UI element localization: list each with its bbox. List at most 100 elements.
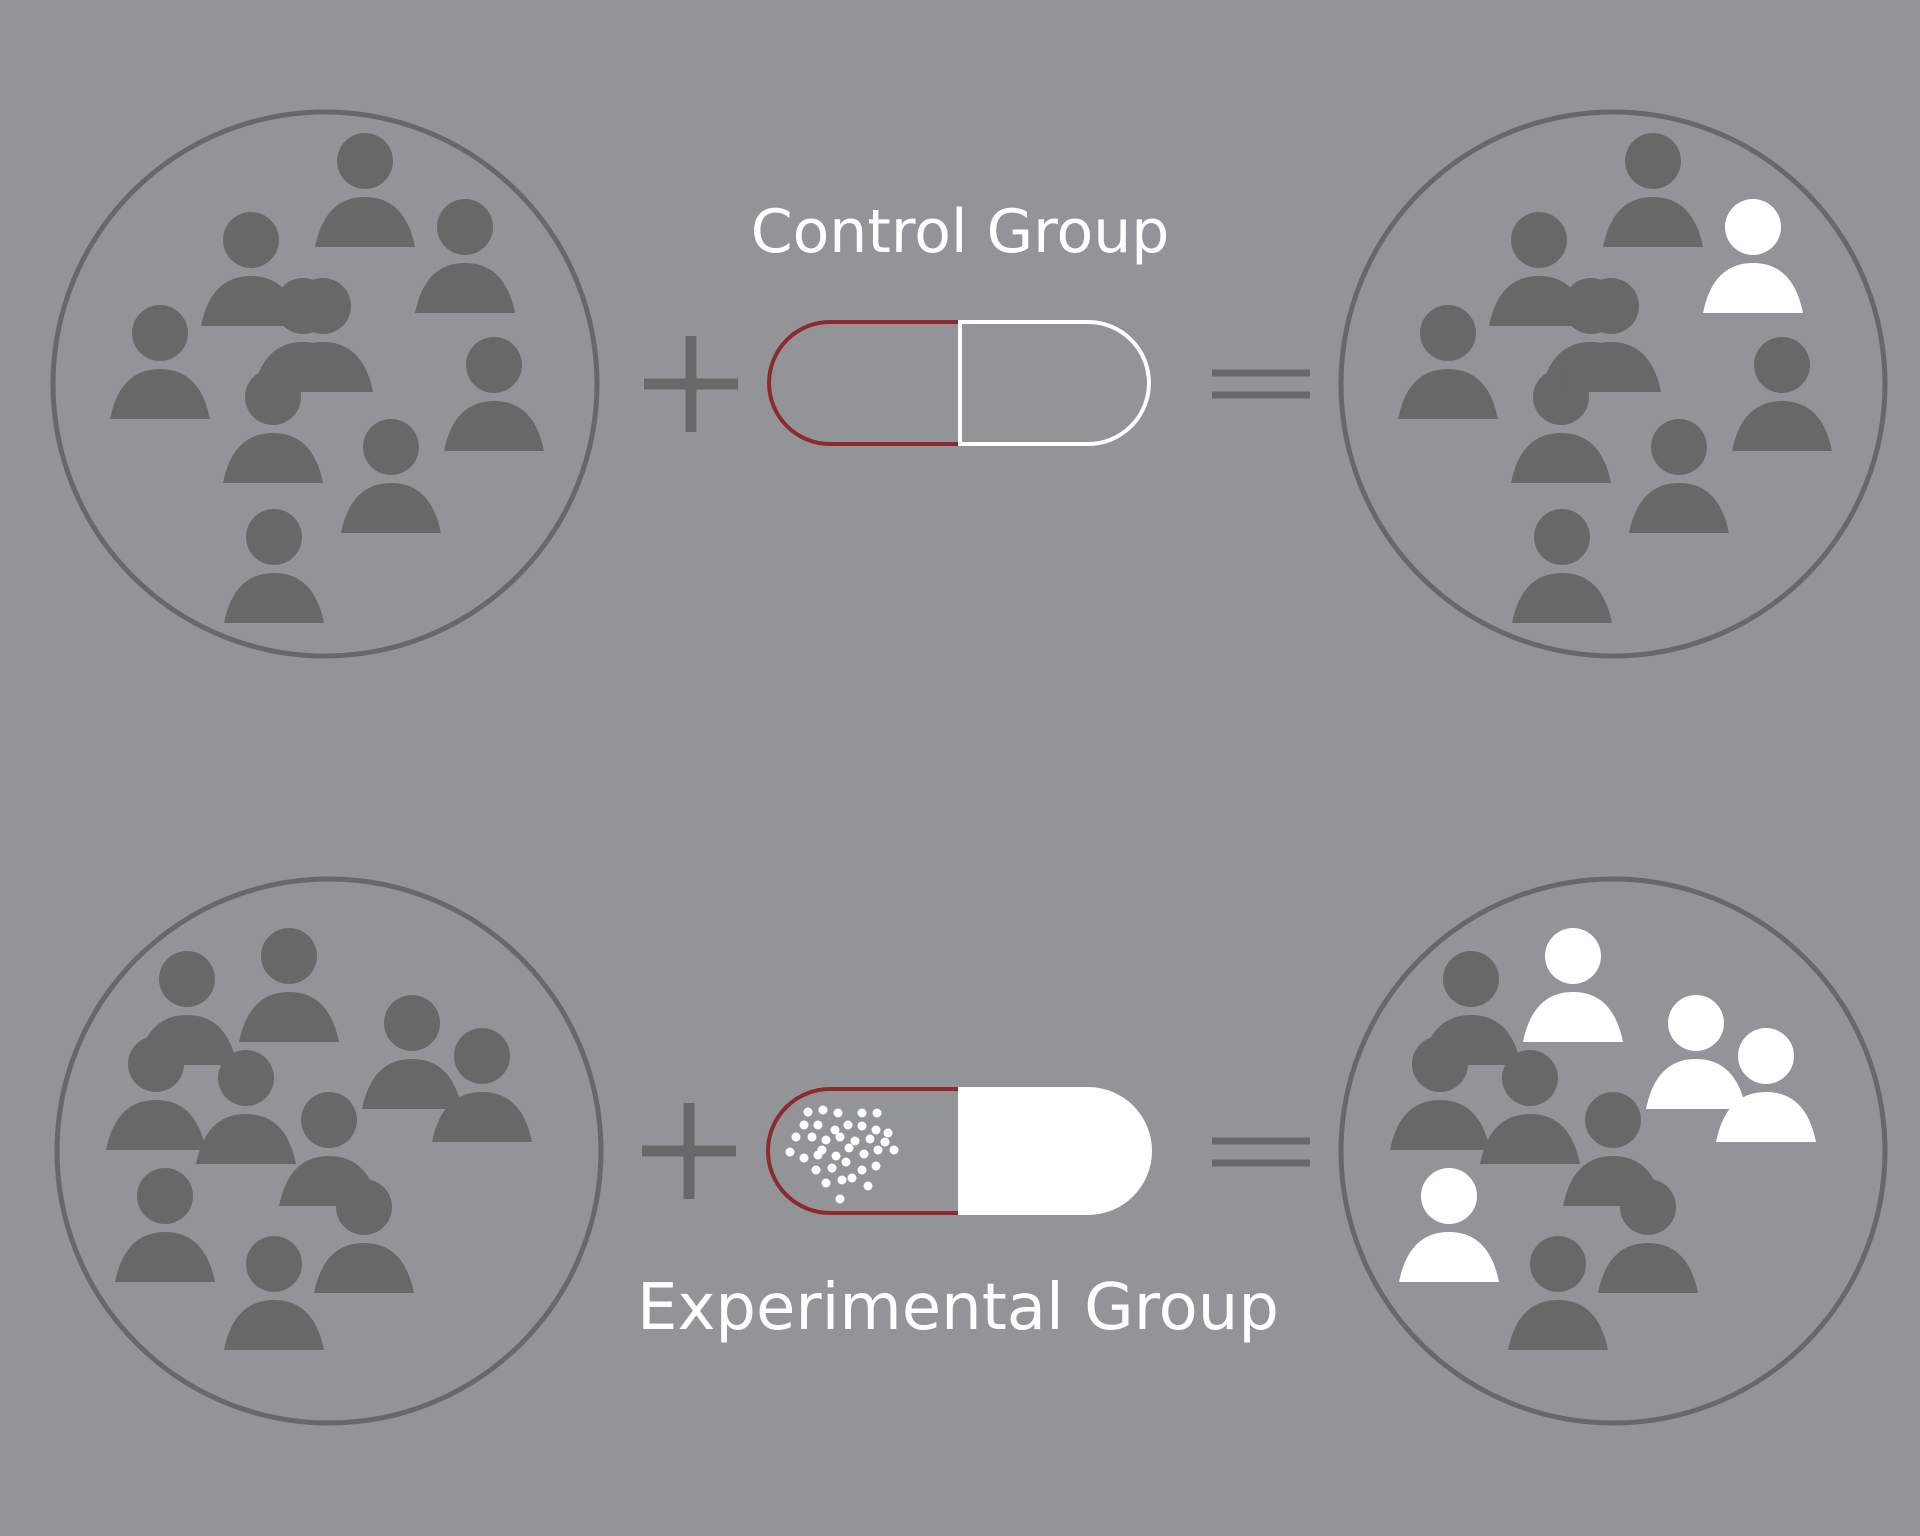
granule-dot — [813, 1120, 823, 1130]
granule-dot — [850, 1136, 860, 1146]
experimental-after-population-circle — [1338, 876, 1888, 1426]
granule-dot — [843, 1120, 853, 1130]
person-icon — [1603, 133, 1703, 247]
person-icon — [314, 1179, 414, 1293]
person-head — [1754, 337, 1810, 393]
capsule-right-half — [958, 1087, 1152, 1215]
control-before-people — [110, 133, 544, 623]
person-head — [301, 1092, 357, 1148]
person-body — [314, 1243, 414, 1293]
granule-dot — [799, 1153, 809, 1163]
person-body — [224, 573, 324, 623]
capsule-right-half — [958, 320, 1151, 446]
person-head — [1412, 1036, 1468, 1092]
person-body — [223, 433, 323, 483]
person-icon — [1523, 928, 1623, 1042]
person-head — [1651, 419, 1707, 475]
experimental-after-people — [1390, 928, 1816, 1350]
person-body — [1646, 1059, 1746, 1109]
person-icon — [239, 928, 339, 1042]
person-icon — [137, 951, 237, 1065]
person-icon — [362, 995, 462, 1109]
person-icon — [1561, 278, 1661, 392]
person-body — [1508, 1300, 1608, 1350]
experimental-group-row: Experimental Group — [54, 876, 1888, 1426]
person-body — [315, 197, 415, 247]
person-head — [1625, 133, 1681, 189]
person-head — [261, 928, 317, 984]
granule-dot — [889, 1145, 899, 1155]
person-body — [1629, 483, 1729, 533]
granule-dot — [859, 1149, 869, 1159]
person-head — [132, 305, 188, 361]
granule-dot — [841, 1157, 851, 1167]
person-head — [363, 419, 419, 475]
person-head — [437, 199, 493, 255]
granule-dot — [835, 1194, 845, 1204]
granule-dot — [818, 1105, 828, 1115]
person-body — [1480, 1114, 1580, 1164]
person-body — [444, 401, 544, 451]
person-body — [1399, 1232, 1499, 1282]
person-head — [336, 1179, 392, 1235]
person-icon — [223, 369, 323, 483]
person-icon — [115, 1168, 215, 1282]
capsule-left-half — [767, 320, 958, 446]
granule-dot — [827, 1163, 837, 1173]
granule-dot — [863, 1181, 873, 1191]
person-icon — [224, 509, 324, 623]
person-head — [337, 133, 393, 189]
granule-dot — [799, 1120, 809, 1130]
capsule-granules — [785, 1105, 899, 1204]
control-after-population-circle — [1338, 109, 1888, 659]
person-body — [415, 263, 515, 313]
person-head — [1583, 278, 1639, 334]
granule-dot — [857, 1121, 867, 1131]
person-body — [1523, 992, 1623, 1042]
person-body — [201, 276, 301, 326]
person-head — [1545, 928, 1601, 984]
granule-dot — [837, 1175, 847, 1185]
person-head — [1530, 1236, 1586, 1292]
person-body — [1598, 1243, 1698, 1293]
filled-capsule-icon — [766, 1087, 1152, 1215]
person-body — [1603, 197, 1703, 247]
person-body — [1561, 342, 1661, 392]
granule-dot — [791, 1132, 801, 1142]
person-head — [246, 509, 302, 565]
granule-dot — [803, 1107, 813, 1117]
person-icon — [1489, 212, 1589, 326]
person-icon — [444, 337, 544, 451]
person-icon — [1480, 1050, 1580, 1164]
granule-dot — [813, 1150, 823, 1160]
person-head — [218, 1050, 274, 1106]
person-head — [1585, 1092, 1641, 1148]
granule-dot — [785, 1147, 795, 1157]
person-body — [115, 1232, 215, 1282]
experimental-before-population-circle — [54, 876, 604, 1426]
person-body — [1398, 369, 1498, 419]
person-head — [246, 1236, 302, 1292]
person-icon — [1646, 995, 1746, 1109]
person-icon — [1598, 1179, 1698, 1293]
equals-sign-icon — [1212, 369, 1310, 399]
control-group-row: Control Group — [50, 109, 1888, 659]
granule-dot — [835, 1132, 845, 1142]
person-head — [1421, 1168, 1477, 1224]
granule-dot — [873, 1145, 883, 1155]
person-body — [224, 1300, 324, 1350]
person-head — [1502, 1050, 1558, 1106]
person-head — [1443, 951, 1499, 1007]
person-icon — [1398, 305, 1498, 419]
plus-sign-icon — [642, 1103, 736, 1199]
capsule-left-half — [766, 1087, 958, 1215]
person-body — [196, 1114, 296, 1164]
granule-dot — [880, 1137, 890, 1147]
granule-dot — [833, 1108, 843, 1118]
person-body — [1512, 573, 1612, 623]
person-head — [1420, 305, 1476, 361]
granule-dot — [821, 1178, 831, 1188]
person-body — [1489, 276, 1589, 326]
person-icon — [106, 1036, 206, 1150]
